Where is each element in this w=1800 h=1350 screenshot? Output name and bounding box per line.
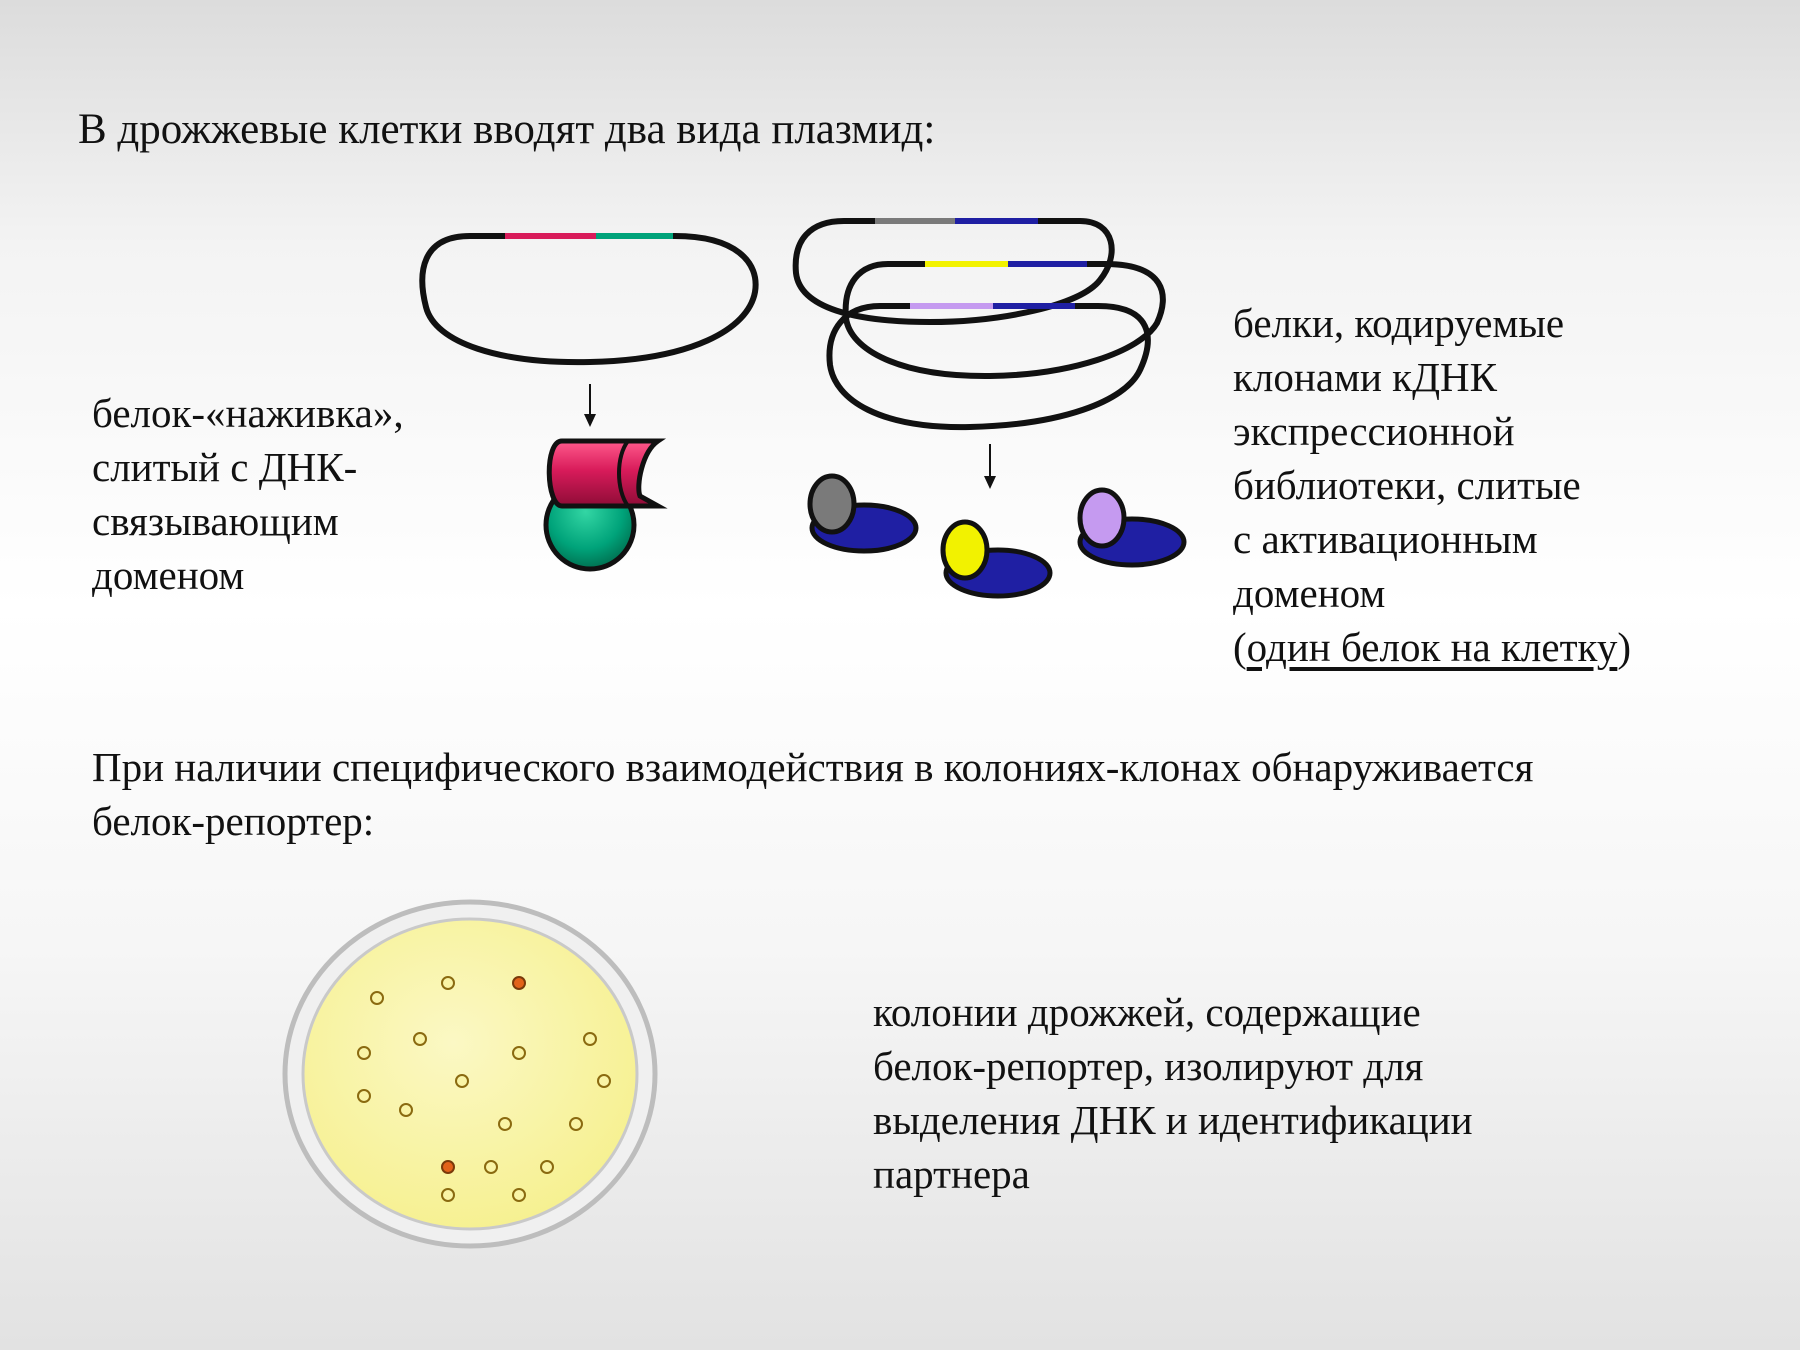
colony-positive [512,976,526,990]
colony [498,1117,512,1131]
slide-title: В дрожжевые клетки вводят два вида плазм… [78,106,936,153]
petri-dish-agar [301,917,639,1231]
colony [484,1160,498,1174]
paren-open: ( [1233,624,1247,670]
library-label-line: белки, кодируемые [1233,300,1565,346]
prey-domain-lilac [1077,487,1127,549]
bait-label-line: слитый с ДНК- [92,444,358,490]
colony [583,1032,597,1046]
colonies-label-line: партнера [873,1151,1030,1197]
library-label-line: клонами кДНК [1233,354,1497,400]
colonies-label-line: выделения ДНК и идентификации [873,1097,1473,1143]
bait-dbd-domain [546,438,668,509]
library-label-last-line: (один белок на клетку) [1233,620,1631,674]
colony [370,991,384,1005]
colony-positive [441,1160,455,1174]
colony [399,1103,413,1117]
colony [512,1188,526,1202]
colony [441,976,455,990]
bait-label-line: связывающим [92,498,339,544]
prey-domain-yellow [940,519,990,581]
prey-domain-gray [807,473,857,535]
bait-label-line: белок-«наживка», [92,390,404,436]
library-plasmid-1 [792,218,1115,326]
colonies-label-line: белок-репортер, изолируют для [873,1043,1424,1089]
interaction-statement: При наличии специфического взаимодействи… [92,740,1534,848]
library-plasmid-2 [842,261,1166,380]
colony [357,1089,371,1103]
interaction-line: белок-репортер: [92,798,375,844]
bait-label-line: доменом [92,552,245,598]
bait-expression-arrow [584,384,596,427]
prey-protein-yellow [940,519,1053,599]
bait-plasmid-loop [419,233,759,366]
colony [597,1074,611,1088]
bait-protein [543,438,668,572]
colony [569,1117,583,1131]
colonies-label: колонии дрожжей, содержащие белок-репорт… [873,985,1473,1201]
library-expression-arrow [984,444,996,489]
one-protein-per-cell-note: один белок на клетку [1246,624,1618,670]
paren-close: ) [1617,624,1631,670]
library-label-line: с активационным [1233,516,1538,562]
prey-protein-lilac [1077,487,1187,568]
prey-protein-gray [807,473,919,554]
colonies-label-line: колонии дрожжей, содержащие [873,989,1421,1035]
colony [455,1074,469,1088]
bait-plasmid [419,233,759,366]
colony [441,1188,455,1202]
colonies [357,976,611,1202]
library-label-line: доменом [1233,570,1386,616]
library-proteins-label: белки, кодируемые клонами кДНК экспресси… [1233,296,1631,674]
colony [413,1032,427,1046]
interaction-line: При наличии специфического взаимодействи… [92,744,1534,790]
library-label-line: экспрессионной [1233,408,1515,454]
library-plasmid-3 [826,303,1151,431]
bait-protein-label: белок-«наживка», слитый с ДНК- связывающ… [92,386,404,602]
colony [540,1160,554,1174]
colony [512,1046,526,1060]
library-label-line: библиотеки, слитые [1233,462,1581,508]
library-plasmids [792,218,1166,431]
petri-dish [282,899,658,1249]
colony [357,1046,371,1060]
